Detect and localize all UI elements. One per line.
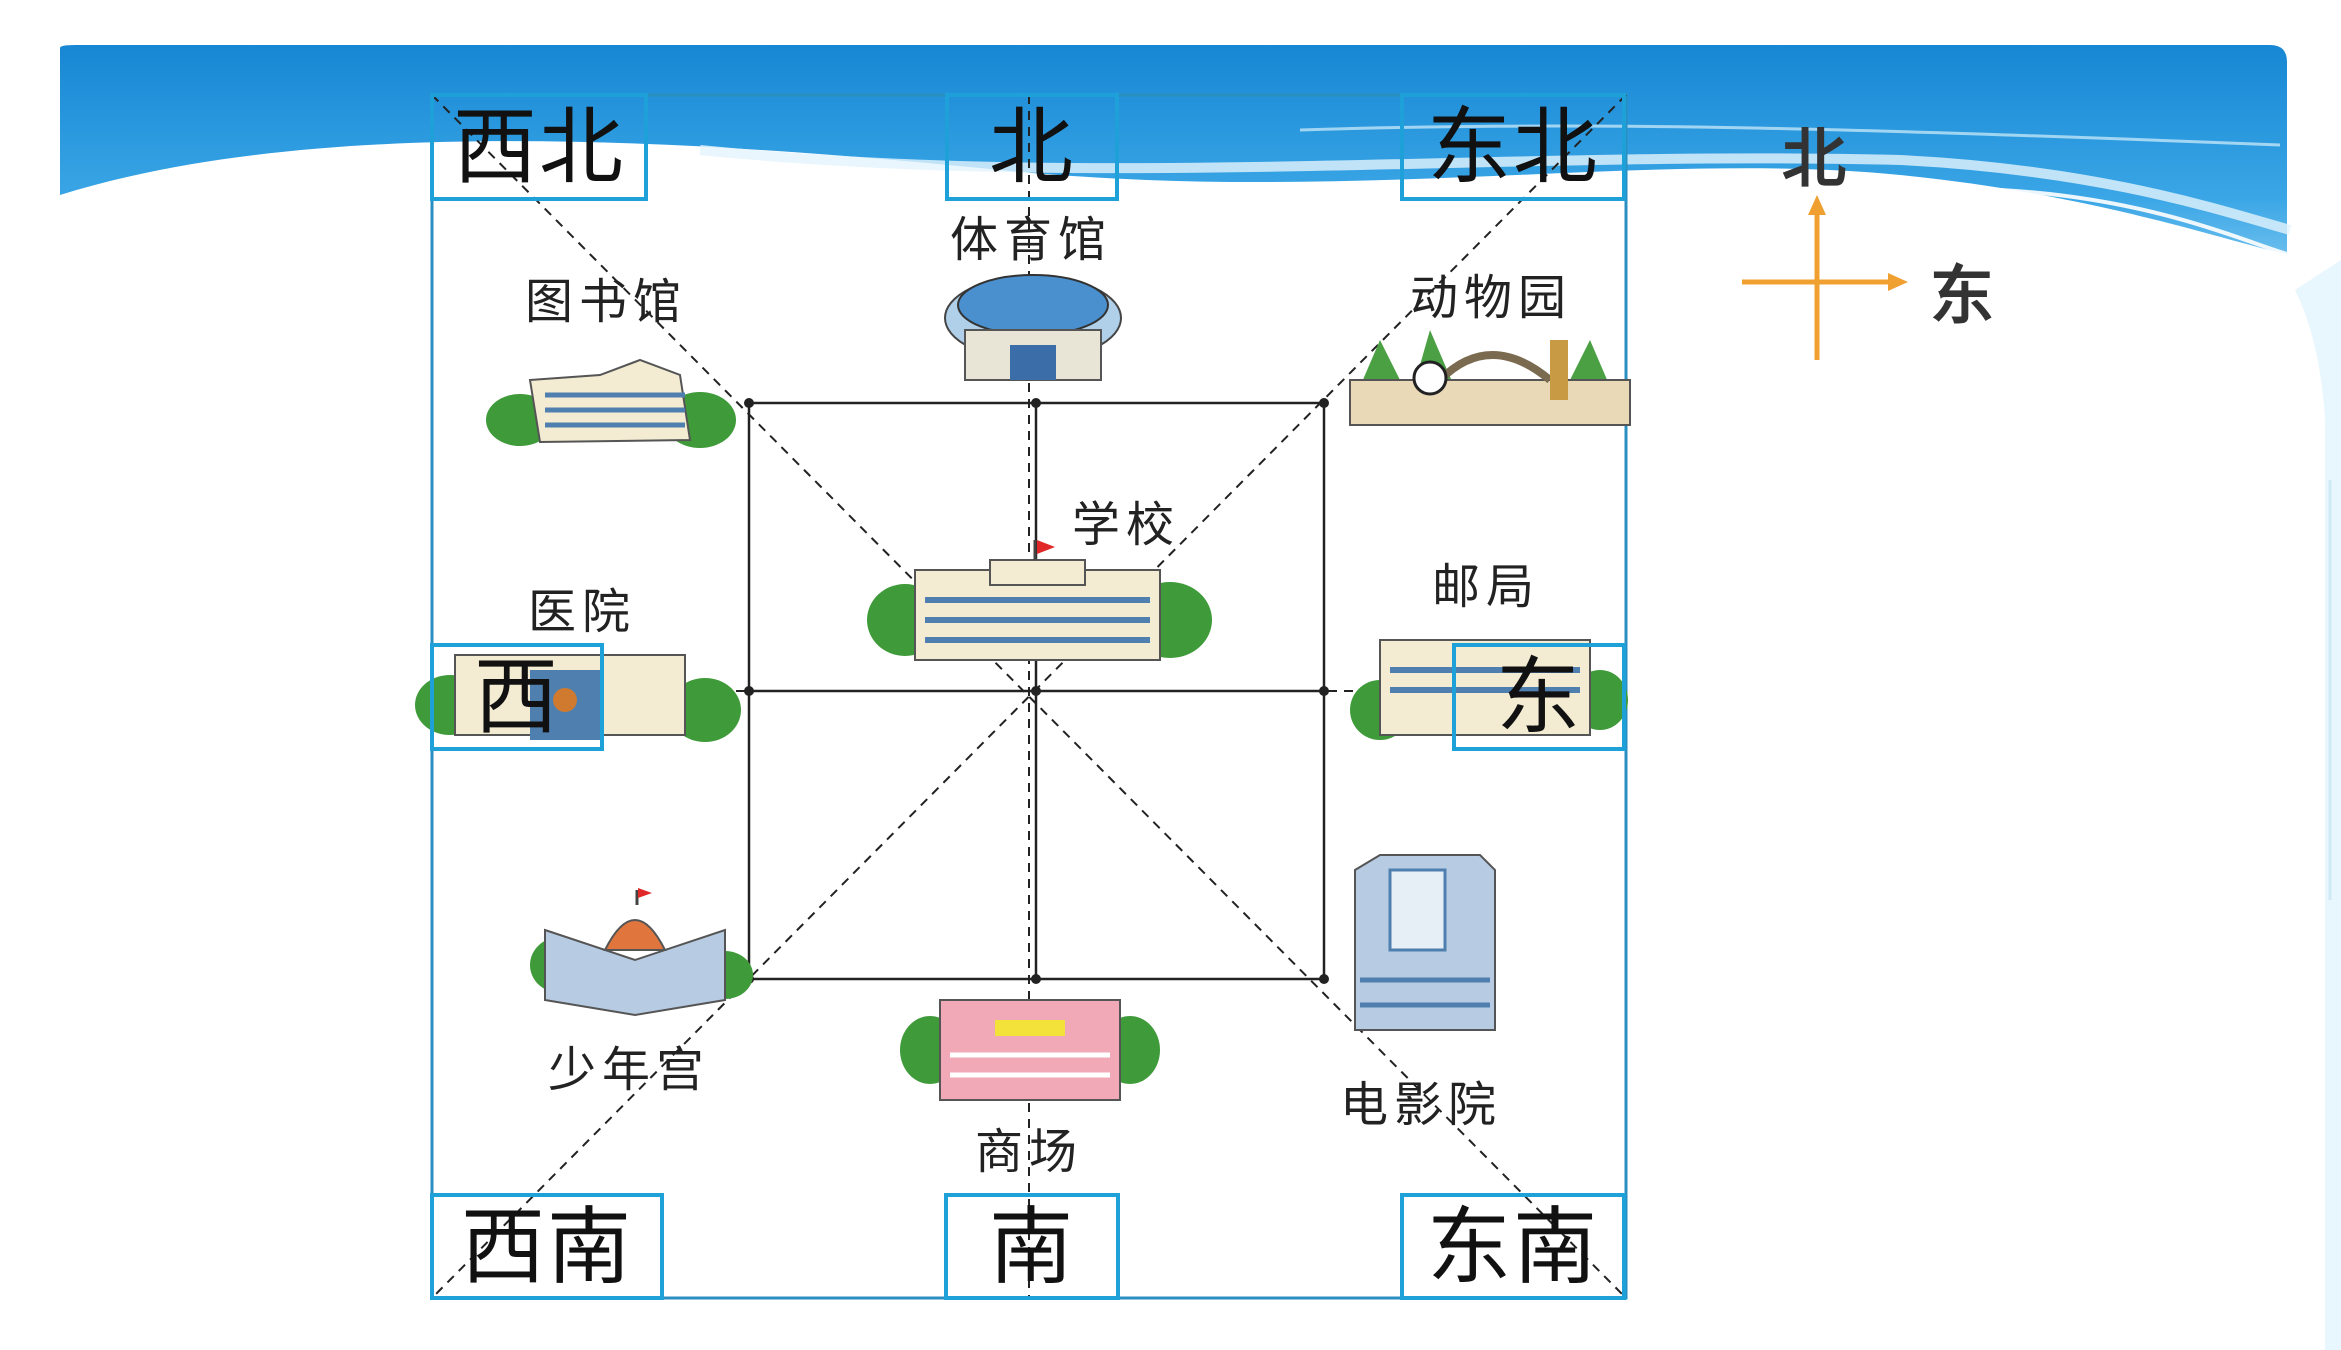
direction-northwest-box: 西北 (430, 93, 648, 201)
compass-east-label: 东 (1930, 260, 1994, 334)
direction-south-label: 南 (988, 1197, 1075, 1296)
post-office-label: 邮局 (1432, 559, 1541, 615)
school-label: 学校 (1072, 497, 1181, 553)
library-label: 图书馆 (525, 274, 688, 330)
direction-northeast-label: 东北 (1426, 98, 1599, 196)
hospital-label: 医院 (528, 584, 637, 640)
direction-east-label: 东 (1495, 648, 1582, 746)
direction-northeast-box: 东北 (1400, 93, 1626, 201)
youth-palace-label: 少年宫 (548, 1042, 711, 1098)
zoo-label: 动物园 (1410, 270, 1573, 326)
direction-north-box: 北 (945, 93, 1119, 201)
compass-north-label: 北 (1782, 123, 1846, 197)
mall-icon (900, 999, 1160, 1101)
direction-west-label: 西 (473, 648, 560, 746)
school-icon (867, 540, 1212, 661)
compass-arrows (1742, 195, 1908, 360)
direction-southwest-box: 西南 (430, 1193, 664, 1300)
direction-west-box: 西 (430, 643, 604, 751)
cinema-label: 电影院 (1340, 1077, 1503, 1133)
hospital-icon (415, 654, 741, 742)
direction-southeast-box: 东南 (1400, 1193, 1626, 1300)
direction-north-label: 北 (988, 98, 1075, 196)
post-office-icon (1350, 639, 1628, 740)
mall-label: 商场 (975, 1124, 1084, 1180)
gym-label: 体育馆 (950, 212, 1113, 268)
right-edge-decoration (2295, 260, 2341, 1350)
library-icon (486, 358, 736, 448)
youth-palace-icon (530, 888, 753, 1017)
zoo-icon (1349, 330, 1631, 426)
direction-southeast-label: 东南 (1426, 1197, 1599, 1296)
cinema-icon (1354, 854, 1496, 1031)
direction-northwest-label: 西北 (452, 98, 625, 196)
direction-east-box: 东 (1452, 643, 1626, 751)
gym-icon (944, 274, 1122, 381)
direction-south-box: 南 (944, 1193, 1120, 1300)
direction-southwest-label: 西南 (460, 1197, 633, 1296)
header-banner (60, 45, 2292, 320)
